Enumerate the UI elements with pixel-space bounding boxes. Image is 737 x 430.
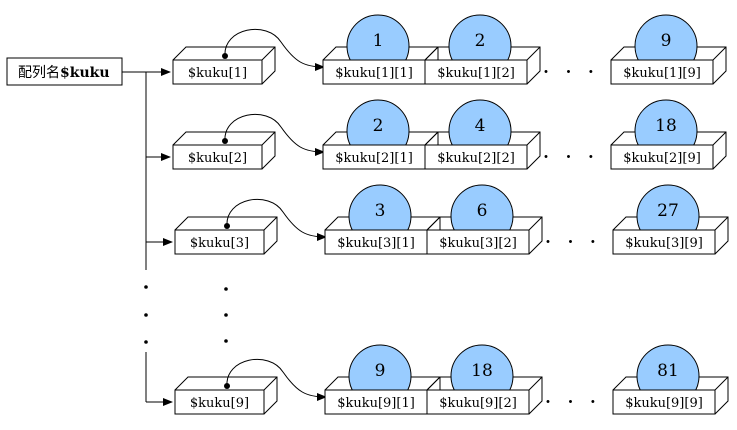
inner-element-label: $kuku[2][2] [437, 151, 515, 166]
outer-element-box: $kuku[2] [172, 131, 276, 170]
vertical-ellipsis-left [144, 285, 148, 344]
array-row: $kuku[2] 2 $kuku[2][1] 4 $kuku[2][2] 18 $kuku[… [146, 99, 727, 170]
root-array-box: 配列名$kuku [6, 57, 123, 86]
root-label-prefix: 配列名 [18, 65, 60, 81]
outer-element-label: $kuku[1] [188, 66, 247, 81]
horizontal-ellipsis: ・ ・ ・ [541, 395, 602, 411]
inner-element-cell: 27 $kuku[3][9] [612, 184, 729, 255]
inner-element-cell: 18 $kuku[9][2] [426, 344, 543, 415]
inner-element-cell: 1 $kuku[1][1] [322, 14, 439, 85]
value-text: 27 [657, 201, 679, 221]
outer-element-box: $kuku[9] [174, 376, 278, 415]
inner-element-label: $kuku[9][1] [337, 396, 415, 411]
inner-element-cell: 9 $kuku[9][1] [324, 344, 441, 415]
inner-element-label: $kuku[1][1] [335, 66, 413, 81]
inner-element-cell: 81 $kuku[9][9] [612, 344, 729, 415]
pointer-arrow [224, 28, 325, 71]
horizontal-ellipsis: ・ ・ ・ [541, 235, 602, 251]
inner-element-cell: 2 $kuku[1][2] [424, 14, 541, 85]
value-text: 1 [373, 31, 384, 51]
inner-element-cell: 9 $kuku[1][9] [610, 14, 727, 85]
outer-element-label: $kuku[9] [190, 396, 249, 411]
outer-element-box: $kuku[1] [172, 46, 276, 85]
inner-element-label: $kuku[3][2] [439, 236, 517, 251]
vertical-ellipsis-mid [224, 287, 228, 343]
horizontal-ellipsis: ・ ・ ・ [539, 150, 600, 166]
value-text: 4 [475, 116, 486, 136]
inner-element-cell: 3 $kuku[3][1] [324, 184, 441, 255]
inner-element-label: $kuku[3][9] [625, 236, 703, 251]
outer-element-label: $kuku[3] [190, 236, 249, 251]
root-label-name: $kuku [60, 65, 110, 81]
value-text: 9 [375, 361, 386, 381]
array-row: $kuku[3] 3 $kuku[3][1] 6 $kuku[3][2] 27 $kuku[… [146, 184, 729, 255]
value-text: 2 [373, 116, 384, 136]
inner-element-label: $kuku[2][1] [335, 151, 413, 166]
inner-element-label: $kuku[9][9] [625, 396, 703, 411]
inner-element-label: $kuku[1][2] [437, 66, 515, 81]
svg-text:配列名$kuku: 配列名$kuku [18, 65, 110, 81]
inner-element-label: $kuku[1][9] [623, 66, 701, 81]
value-text: 6 [477, 201, 488, 221]
inner-element-label: $kuku[3][1] [337, 236, 415, 251]
outer-element-label: $kuku[2] [188, 151, 247, 166]
value-text: 9 [661, 31, 672, 51]
inner-element-cell: 6 $kuku[3][2] [426, 184, 543, 255]
horizontal-ellipsis: ・ ・ ・ [539, 65, 600, 81]
pointer-arrow [226, 198, 327, 241]
array-row: $kuku[1] 1 $kuku[1][1] 2 $kuku[1][2] 9 $kuku[1… [172, 14, 727, 85]
value-text: 3 [375, 201, 386, 221]
inner-element-label: $kuku[2][9] [623, 151, 701, 166]
inner-element-cell: 2 $kuku[2][1] [322, 99, 439, 170]
value-text: 81 [657, 361, 679, 381]
array-row: $kuku[9] 9 $kuku[9][1] 18 $kuku[9][2] 81 $kuku… [146, 344, 729, 415]
inner-element-cell: 4 $kuku[2][2] [424, 99, 541, 170]
outer-element-box: $kuku[3] [174, 216, 278, 255]
pointer-arrow [224, 113, 325, 156]
value-text: 2 [475, 31, 486, 51]
inner-element-label: $kuku[9][2] [439, 396, 517, 411]
value-text: 18 [471, 361, 493, 381]
inner-element-cell: 18 $kuku[2][9] [610, 99, 727, 170]
pointer-arrow [226, 358, 327, 401]
value-text: 18 [655, 116, 677, 136]
